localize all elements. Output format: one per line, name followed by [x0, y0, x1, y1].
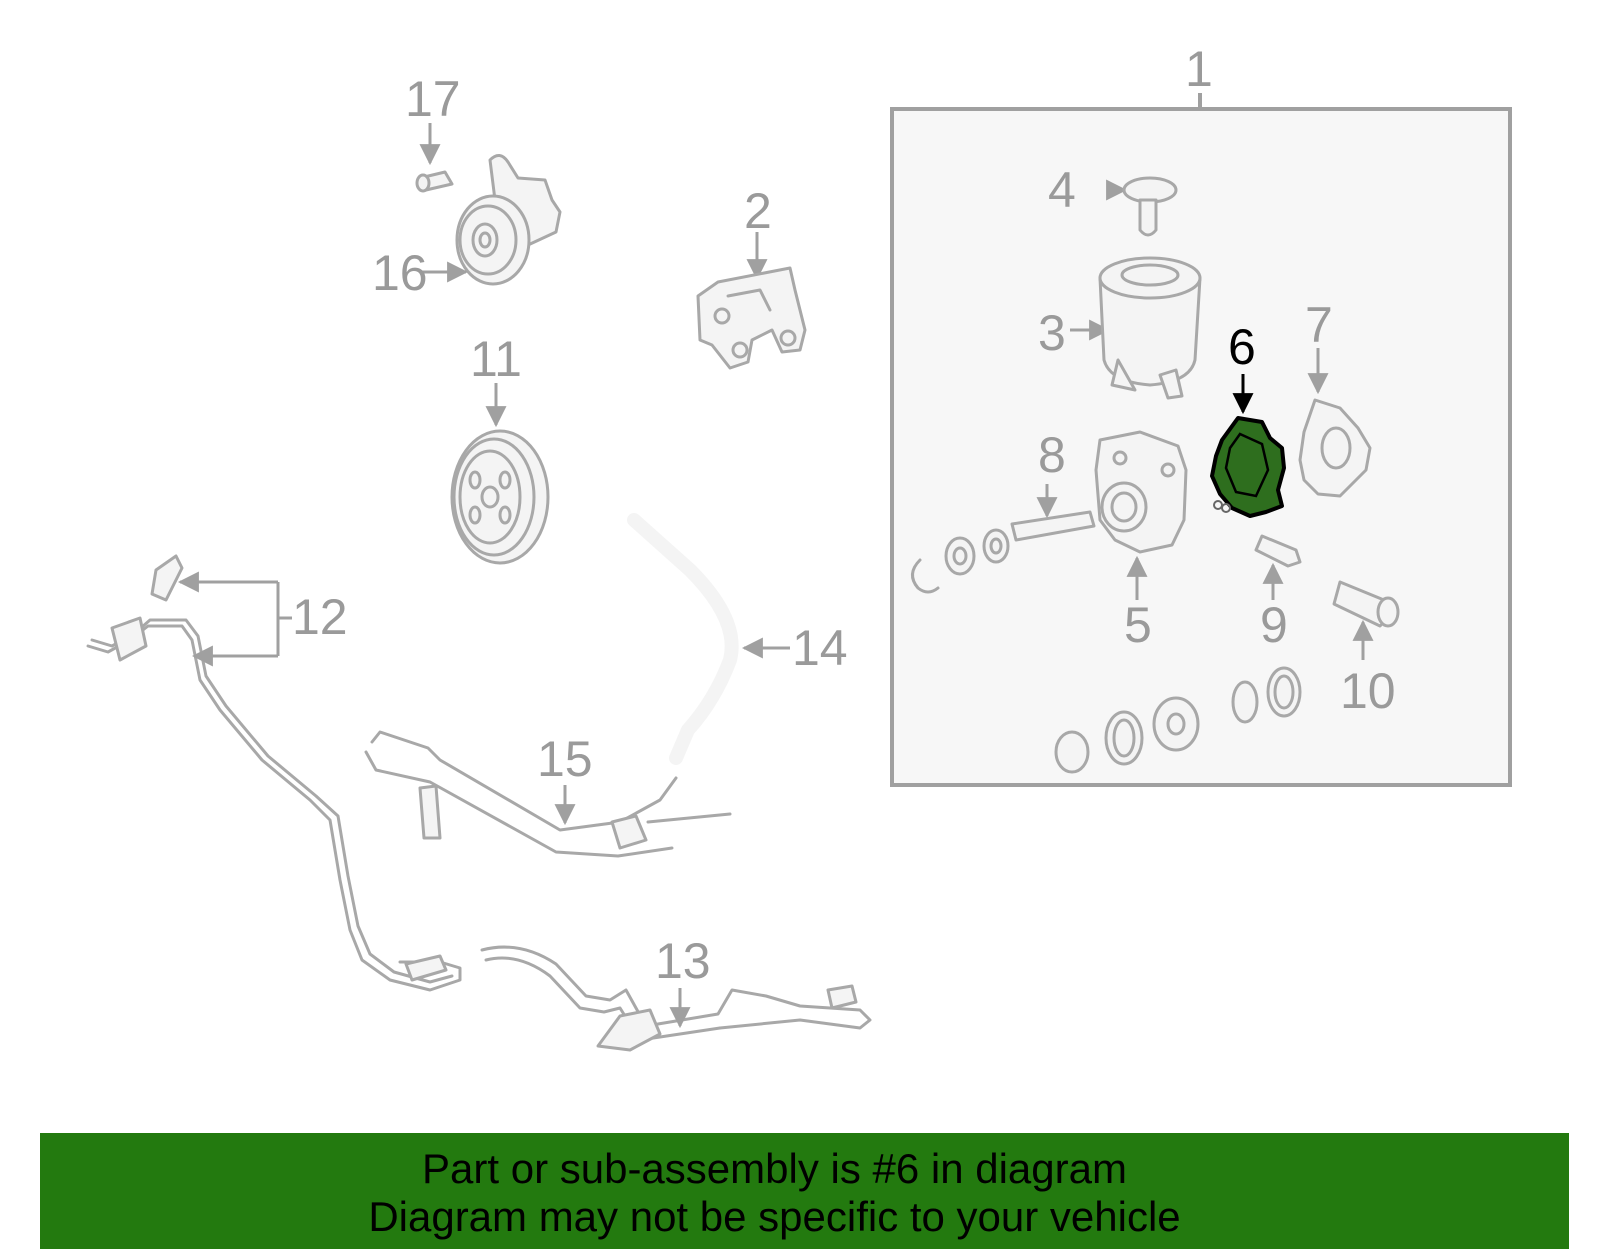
part-7-cover[interactable] — [1298, 348, 1372, 498]
part-label-11[interactable]: 11 — [470, 331, 522, 387]
part-label-12[interactable]: 12 — [292, 589, 348, 645]
part-6-gasket[interactable] — [1210, 374, 1286, 518]
part-label-4[interactable]: 4 — [1048, 162, 1076, 218]
part-4-cap[interactable] — [1106, 176, 1178, 237]
part-16-pump[interactable] — [420, 154, 562, 286]
pump-assembly-box — [890, 93, 1512, 787]
part-15-return-tube[interactable] — [364, 730, 732, 858]
part-8-shaft[interactable] — [911, 484, 1096, 594]
part-label-8[interactable]: 8 — [1038, 427, 1066, 483]
part-label-10[interactable]: 10 — [1340, 663, 1396, 719]
part-9-valve[interactable] — [1254, 534, 1302, 600]
part-label-2[interactable]: 2 — [744, 183, 772, 239]
part-label-6[interactable]: 6 — [1228, 319, 1256, 375]
part-label-7[interactable]: 7 — [1305, 297, 1333, 353]
part-5-housing[interactable] — [1094, 430, 1188, 600]
part-10-fitting[interactable] — [1332, 580, 1400, 660]
banner-line-2: Diagram may not be specific to your vehi… — [368, 1193, 1181, 1240]
part-12-pressure-line[interactable] — [86, 554, 462, 992]
part-label-14[interactable]: 14 — [792, 620, 848, 676]
part-3-reservoir[interactable] — [1070, 256, 1202, 400]
part-11-pulley[interactable] — [450, 383, 550, 565]
part-13-return-line[interactable] — [480, 945, 872, 1052]
part-label-17[interactable]: 17 — [405, 71, 461, 127]
part-label-16[interactable]: 16 — [372, 245, 428, 301]
part-label-9[interactable]: 9 — [1260, 597, 1288, 653]
part-2-bracket[interactable] — [696, 232, 807, 370]
internal-parts — [1054, 666, 1302, 774]
part-label-5[interactable]: 5 — [1124, 597, 1152, 653]
part-14-hose[interactable] — [627, 513, 790, 765]
part-label-3[interactable]: 3 — [1038, 305, 1066, 361]
info-banner: Part or sub-assembly is #6 in diagram Di… — [40, 1133, 1569, 1249]
banner-line-1: Part or sub-assembly is #6 in diagram — [422, 1145, 1127, 1192]
part-label-1[interactable]: 1 — [1185, 41, 1213, 97]
part-17-bolt[interactable] — [415, 123, 454, 193]
part-label-15[interactable]: 15 — [537, 731, 593, 787]
part-label-13[interactable]: 13 — [655, 933, 711, 989]
